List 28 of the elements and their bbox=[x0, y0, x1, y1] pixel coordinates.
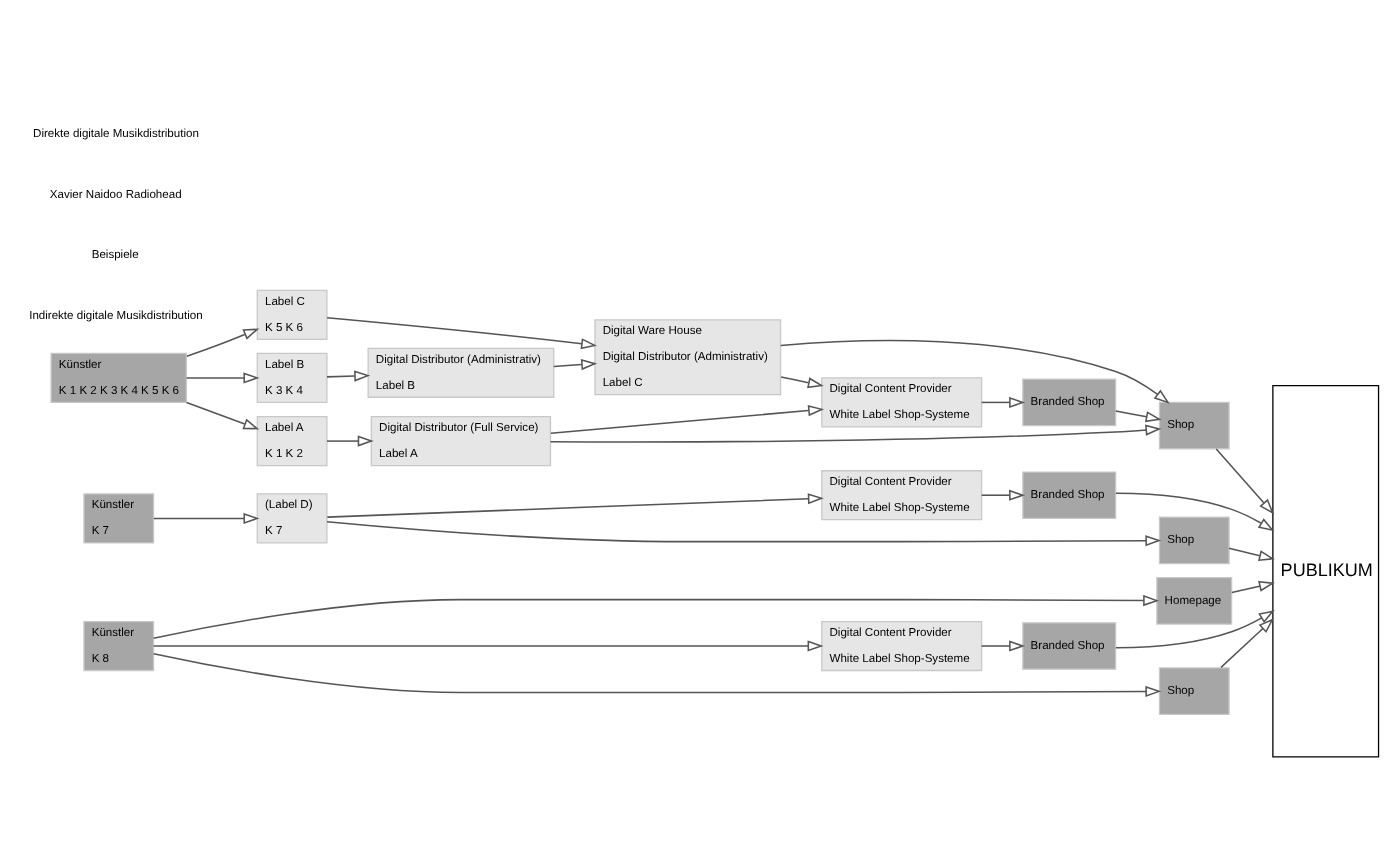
arrow bbox=[152, 640, 824, 652]
arrow bbox=[980, 489, 1026, 501]
arrow bbox=[1220, 618, 1275, 669]
arrow bbox=[1115, 610, 1275, 649]
arrow bbox=[550, 405, 825, 435]
node-box: PUBLIKUM bbox=[1272, 385, 1380, 758]
arrow bbox=[186, 328, 260, 357]
arrow bbox=[152, 652, 1162, 698]
arrow bbox=[326, 493, 824, 518]
arrow bbox=[326, 520, 1162, 547]
arrow bbox=[1215, 448, 1275, 515]
arrow bbox=[1115, 410, 1162, 423]
arrow bbox=[185, 372, 260, 384]
arrow bbox=[549, 424, 1162, 443]
arrow bbox=[326, 370, 371, 382]
arrow bbox=[326, 435, 374, 447]
arrow bbox=[326, 317, 598, 350]
arrow bbox=[185, 401, 260, 430]
arrow bbox=[1228, 547, 1275, 562]
arrow bbox=[980, 396, 1026, 409]
arrow bbox=[1115, 492, 1275, 532]
arrow bbox=[980, 640, 1026, 652]
arrow bbox=[152, 594, 1160, 640]
arrow bbox=[1231, 580, 1275, 594]
arrow bbox=[780, 376, 824, 389]
arrow bbox=[552, 359, 598, 371]
arrow bbox=[153, 512, 260, 525]
arrow bbox=[779, 339, 1170, 404]
